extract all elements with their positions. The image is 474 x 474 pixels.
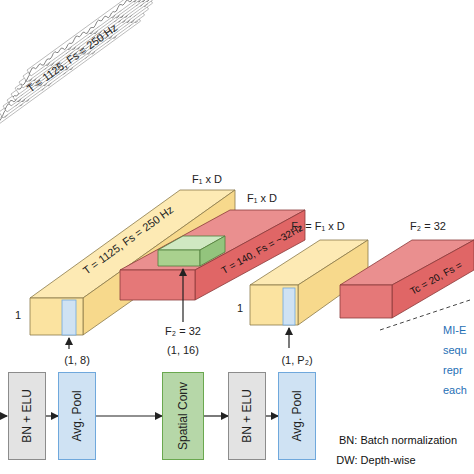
kernel-block [200,236,225,266]
kernel-block [158,250,200,266]
dimension-label: F₂ = 32 [165,325,201,337]
eeg-channel [11,0,157,100]
dimension-label: F₂ = 32 [410,220,446,232]
flow-arrow [46,415,58,416]
process-box: BN + ELU [8,372,46,460]
pool-window [62,300,76,335]
abbreviation-note: DW: Depth-wise [336,454,415,466]
conv-box: Spatial Conv [162,372,204,460]
pointer-arrow [288,328,289,348]
input-arrow [0,415,7,416]
dimension-label: F₂ = F₁ x D [291,220,345,232]
dimension-label: 1 [237,302,243,314]
feature-block-end [340,285,392,318]
eeg-trace [0,21,138,122]
flow-arrow [204,415,228,416]
box-label: Spatial Conv [176,382,190,450]
flow-arrow [266,415,278,416]
feature-block-end [250,285,298,325]
pool-box: Avg. Pool [278,372,316,460]
eeg-signal-stack [0,0,173,124]
box-label: Avg. Pool [290,390,304,441]
dimension-label: (1, P₂) [281,354,312,366]
box-label: BN + ELU [240,389,254,443]
pool-window [283,288,295,325]
flow-arrow [96,415,162,416]
side-note: sequ [443,344,467,356]
side-note: each [443,384,467,396]
box-label: Avg. Pool [70,390,84,441]
process-box: BN + ELU [228,372,266,460]
pointer-arrow [68,338,69,349]
side-note: repr [443,364,463,376]
feature-block-side [392,240,474,318]
dimension-label: (1, 16) [167,344,199,356]
dimension-label: F₁ x D [247,192,277,204]
dimension-label: T = 1125, Fs = 250 Hz [25,21,120,95]
pool-box: Avg. Pool [58,372,96,460]
eeg-trace [13,0,154,97]
feature-block-end [30,298,83,335]
dimension-label: 1 [15,309,21,321]
dimension-label: F₁ x D [192,173,222,185]
pointer-arrow [182,269,183,322]
dimension-label: (1, 8) [64,354,90,366]
side-note: MI-E [443,324,466,336]
box-label: BN + ELU [20,389,34,443]
eeg-channel [15,0,161,94]
feature-block-end [120,270,195,300]
abbreviation-note: BN: Batch normalization [339,434,457,446]
